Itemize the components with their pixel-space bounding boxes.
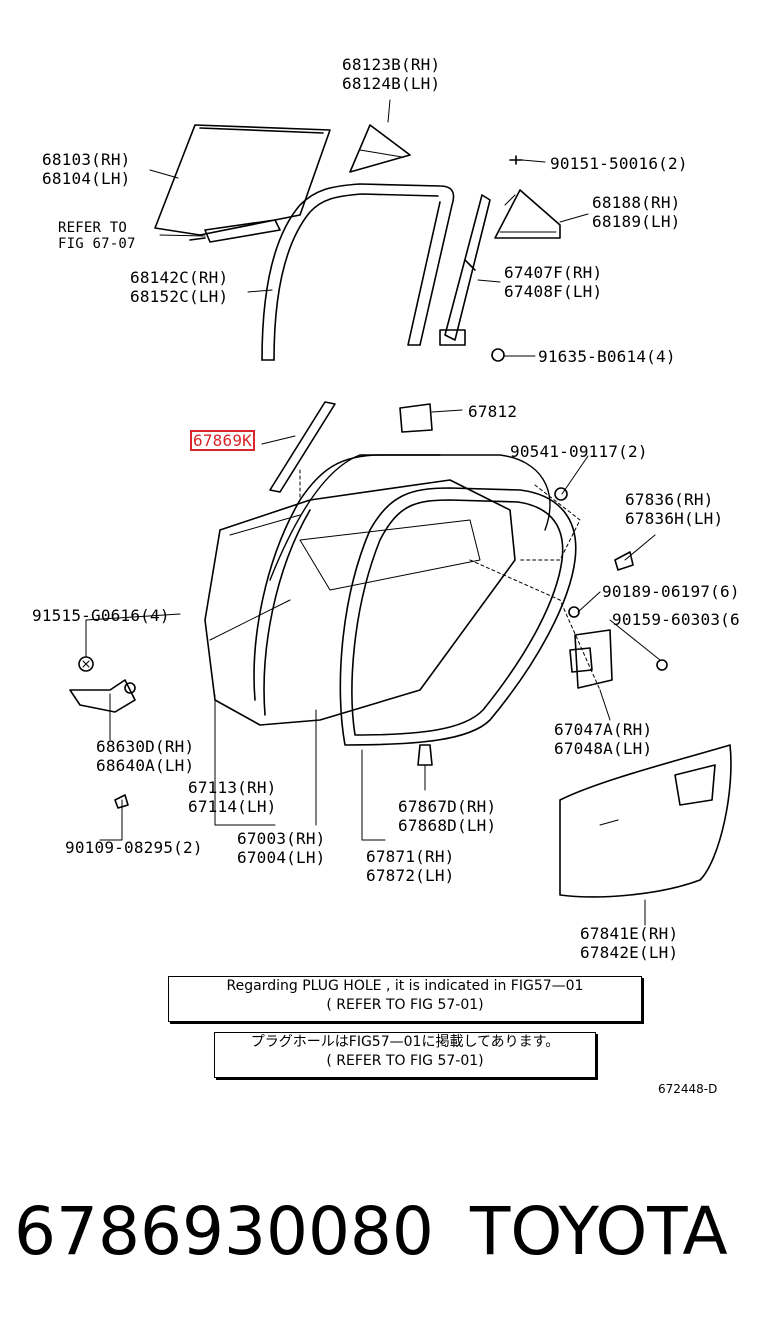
label-91515: 91515-G0616(4)	[32, 606, 170, 625]
door-parts-diagram	[69, 99, 732, 926]
label-68630d: 68630D(RH) 68640A(LH)	[96, 737, 195, 775]
label-67871: 67871(RH) 67872(LH)	[366, 847, 455, 885]
part-number: 6786930080	[14, 1193, 434, 1270]
plug-hole-note-en: Regarding PLUG HOLE , it is indicated in…	[168, 976, 642, 1022]
label-91635: 91635-B0614(4)	[538, 347, 676, 366]
label-67407f: 67407F(RH) 67408F(LH)	[504, 263, 603, 301]
label-90189: 90189-06197(6)	[602, 582, 740, 601]
door-weatherstrip	[339, 487, 577, 746]
label-90541: 90541-09117(2)	[510, 442, 648, 461]
label-67003: 67003(RH) 67004(LH)	[237, 829, 326, 867]
label-67869k-highlighted[interactable]: 67869K	[190, 430, 255, 451]
door-lock	[574, 629, 613, 689]
label-68103: 68103(RH) 68104(LH)	[42, 150, 131, 188]
bolt	[491, 348, 505, 362]
regulator-strip	[204, 219, 281, 243]
division-bar	[444, 194, 491, 341]
label-67812: 67812	[468, 402, 518, 421]
diagram-id: 672448-D	[658, 1082, 718, 1096]
label-67867d: 67867D(RH) 67868D(LH)	[398, 797, 497, 835]
bolt-91515	[78, 656, 94, 672]
label-refer-fig-67-07: REFER TO FIG 67-07	[58, 220, 136, 252]
plug-hole-note-jp: プラグホールはFIG57—01に掲載してあります。 ( REFER TO FIG…	[214, 1032, 596, 1078]
label-68142c: 68142C(RH) 68152C(LH)	[130, 268, 229, 306]
label-67047a: 67047A(RH) 67048A(LH)	[554, 720, 653, 758]
belt-moulding-strip	[269, 401, 336, 493]
door-hinge	[69, 679, 136, 713]
clip	[417, 744, 433, 766]
quarter-garnish	[349, 124, 411, 173]
label-68123b: 68123B(RH) 68124B(LH)	[342, 55, 441, 93]
note-en-line1: Regarding PLUG HOLE , it is indicated in…	[226, 978, 584, 994]
door-panel	[204, 479, 516, 726]
note-jp-line1: プラグホールはFIG57—01に掲載してあります。	[250, 1034, 560, 1050]
outer-seal	[253, 454, 441, 701]
label-68188: 68188(RH) 68189(LH)	[592, 193, 681, 231]
note-jp-line2: ( REFER TO FIG 57-01)	[326, 1053, 484, 1069]
label-90159: 90159-60303(6	[612, 610, 740, 629]
door-trim	[559, 744, 732, 898]
glass-run-channel	[261, 183, 455, 361]
label-67841e: 67841E(RH) 67842E(LH)	[580, 924, 679, 962]
brand-name: TOYOTA	[470, 1193, 728, 1270]
label-67113: 67113(RH) 67114(LH)	[188, 778, 277, 816]
access-hole-cover	[399, 403, 433, 433]
label-90151: 90151-50016(2)	[550, 154, 688, 173]
label-67836: 67836(RH) 67836H(LH)	[625, 490, 724, 528]
note-en-line2: ( REFER TO FIG 57-01)	[326, 997, 484, 1013]
door-glass	[154, 124, 331, 236]
label-90109: 90109-08295(2)	[65, 838, 203, 857]
quarter-window	[494, 189, 561, 239]
